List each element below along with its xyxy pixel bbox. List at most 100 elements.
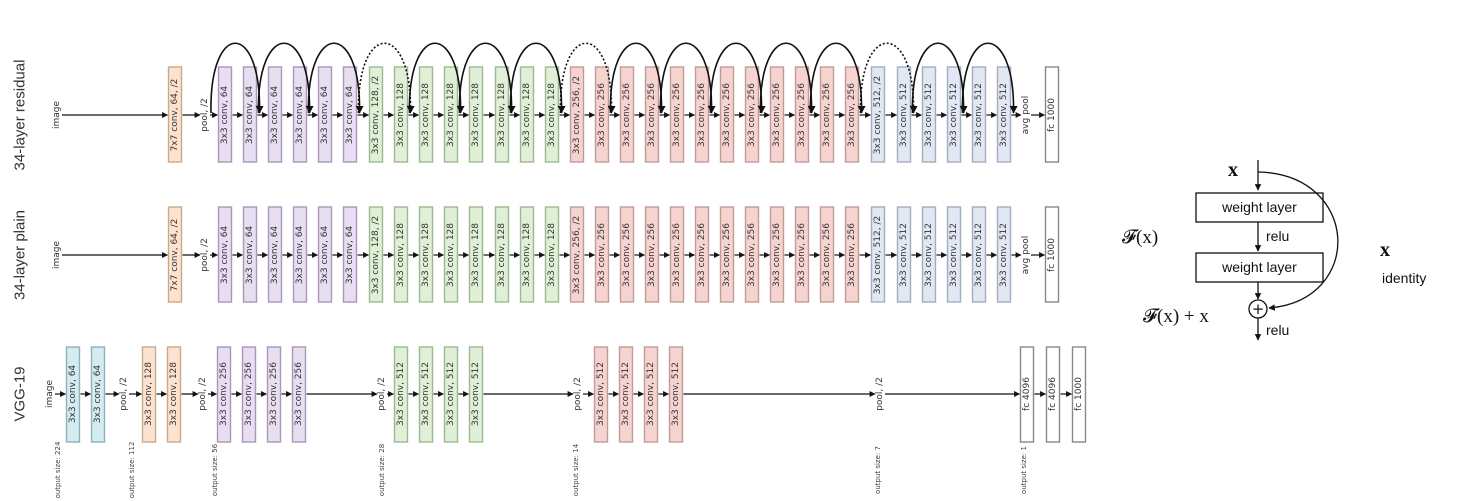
layer-label: 3x3 conv, 128 <box>396 83 406 147</box>
layer-box <box>418 66 434 163</box>
layer-label: 3x3 conv, 512 <box>924 223 934 287</box>
layer-box <box>569 206 585 303</box>
layer-box <box>494 66 510 163</box>
layer-box <box>167 206 183 303</box>
layer-label: 3x3 conv, 128, /2 <box>371 76 381 155</box>
layer-label: 3x3 conv, 256 <box>797 223 807 287</box>
layer-box <box>794 206 810 303</box>
op-label: image <box>52 101 62 129</box>
layer-label: fc 1000 <box>1047 238 1057 272</box>
row-label: 34-layer residual <box>12 60 29 171</box>
layer-label: 3x3 conv, 128, /2 <box>371 216 381 295</box>
layer-box <box>971 66 987 163</box>
layer-label: 3x3 conv, 64 <box>295 226 305 285</box>
output-size-label: output size: 28 <box>378 444 386 496</box>
output-size-label: output size: 14 <box>572 443 580 496</box>
layer-label: fc 1000 <box>1074 377 1084 411</box>
layer-label: 3x3 conv, 256 <box>647 223 657 287</box>
layer-label: 3x3 conv, 64 <box>320 226 330 285</box>
layer-label: 3x3 conv, 512 <box>899 83 909 147</box>
layer-label: 3x3 conv, 256 <box>772 83 782 147</box>
layer-box <box>544 66 560 163</box>
layer-box <box>393 66 409 163</box>
layer-label: 3x3 conv, 64 <box>245 86 255 145</box>
layer-label: 3x3 conv, 64 <box>270 226 280 285</box>
layer-label: 3x3 conv, 256, /2 <box>572 216 582 295</box>
layer-box <box>946 206 962 303</box>
layer-label: 3x3 conv, 512 <box>621 362 631 426</box>
identity-shortcut <box>210 42 264 114</box>
layer-label: 3x3 conv, 512 <box>596 362 606 426</box>
layer-label: 3x3 conv, 256 <box>772 223 782 287</box>
identity-shortcut <box>257 42 314 114</box>
layer-box <box>241 346 257 443</box>
fx-label: 𝓕(x) <box>1122 227 1158 248</box>
layer-box <box>971 206 987 303</box>
layer-box <box>443 66 459 163</box>
layer-label: 3x3 conv, 64 <box>220 226 230 285</box>
layer-box <box>1045 346 1061 443</box>
op-label: pool, /2 <box>198 377 208 411</box>
layer-label: 3x3 conv, 64 <box>345 226 355 285</box>
layer-box <box>242 206 258 303</box>
layer-box <box>619 206 635 303</box>
layer-box <box>141 346 157 443</box>
layer-box <box>870 66 886 163</box>
layer-box <box>644 66 660 163</box>
layer-label: fc 4096 <box>1022 377 1032 411</box>
layer-box <box>267 66 283 163</box>
layer-box <box>90 346 106 443</box>
identity-shortcut <box>961 42 1018 114</box>
op-label: pool, /2 <box>875 377 885 411</box>
layer-label: 3x3 conv, 128 <box>547 223 557 287</box>
layer-label: 3x3 conv, 256 <box>219 362 229 426</box>
layer-box <box>267 206 283 303</box>
identity-shortcut <box>759 42 816 114</box>
layer-label: 3x3 conv, 128 <box>144 362 154 426</box>
op-label: pool, /2 <box>377 377 387 411</box>
layer-box <box>342 66 358 163</box>
op-label: image <box>52 241 62 269</box>
layer-label: 3x3 conv, 128 <box>446 83 456 147</box>
plus-sign: + <box>1252 300 1265 318</box>
layer-box <box>342 206 358 303</box>
layer-box <box>468 66 484 163</box>
layer-box <box>292 206 308 303</box>
output-size-label: output size: 1 <box>1020 446 1028 494</box>
residual-building-block: x weight layer relu 𝓕(x) weight layer + … <box>1122 159 1426 341</box>
layer-label: 3x3 conv, 128 <box>421 223 431 287</box>
layer-box <box>819 66 835 163</box>
layer-box <box>266 346 282 443</box>
output-size-labels: output size: 224 output size: 112 output s… <box>54 441 1028 498</box>
layer-box <box>946 66 962 163</box>
identity-shortcut <box>609 42 666 114</box>
layer-box <box>443 206 459 303</box>
layer-box <box>519 66 535 163</box>
layer-label: 3x3 conv, 256 <box>294 362 304 426</box>
layer-label: 3x3 conv, 512 <box>924 83 934 147</box>
output-size-label: output size: 112 <box>128 442 136 499</box>
output-size-label: output size: 224 <box>54 441 62 498</box>
layer-label: 3x3 conv, 512 <box>974 223 984 287</box>
layer-label: 3x3 conv, 128 <box>446 223 456 287</box>
layer-box <box>393 346 409 443</box>
identity-shortcut <box>307 42 364 114</box>
layer-box <box>694 66 710 163</box>
layer-box <box>317 66 333 163</box>
layer-label: 3x3 conv, 64 <box>68 365 78 424</box>
layer-label: 3x3 conv, 128 <box>471 223 481 287</box>
layer-box <box>744 206 760 303</box>
op-label: avg pool <box>1021 236 1031 275</box>
layer-box <box>594 66 610 163</box>
op-label: avg pool <box>1021 96 1031 135</box>
layer-box <box>166 346 182 443</box>
output-size-label: output size: 56 <box>211 443 219 496</box>
layer-box <box>644 206 660 303</box>
layer-box <box>368 206 384 303</box>
layer-box <box>65 346 81 443</box>
layer-label: 3x3 conv, 128 <box>169 362 179 426</box>
layer-label: 3x3 conv, 256 <box>847 83 857 147</box>
layer-label: 3x3 conv, 128 <box>497 83 507 147</box>
layer-label: 3x3 conv, 128 <box>522 83 532 147</box>
